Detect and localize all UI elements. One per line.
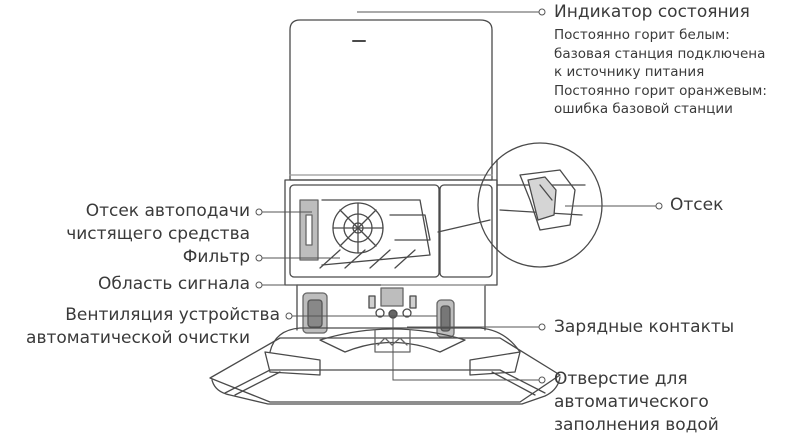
status-indicator-description: Постоянно горит белым: базовая станция п… [554, 26, 767, 119]
signal-area-label: Область сигнала [98, 274, 250, 294]
dust-bin [289, 19, 493, 181]
middle-compartment [284, 179, 498, 286]
status-indicator-line-5: ошибка базовой станции [554, 101, 733, 117]
dot-detergent [255, 208, 263, 216]
dot-charging [538, 323, 546, 331]
ramp [209, 327, 561, 405]
ventilation-label-line-1: Вентиляция устройства [65, 305, 280, 325]
dot-status-indicator [538, 8, 546, 16]
water-outlet-label-line-3: заполнения водой [554, 415, 719, 435]
status-indicator-line-4: Постоянно горит оранжевым: [554, 82, 767, 99]
status-indicator-title: Индикатор состояния [554, 2, 750, 22]
status-indicator-line-1: Постоянно горит белым: [554, 27, 730, 43]
compartment-label: Отсек [670, 195, 724, 215]
dot-water [538, 376, 546, 384]
lower-body [296, 284, 486, 338]
filter-label: Фильтр [182, 247, 250, 267]
status-indicator-line-3: к источнику питания [554, 64, 705, 80]
charging-contacts-label: Зарядные контакты [554, 317, 735, 337]
water-outlet-label-line-1: Отверстие для [554, 369, 688, 389]
dot-signal [255, 281, 263, 289]
detergent-label-line-1: Отсек автоподачи [85, 201, 250, 221]
water-outlet-label-line-2: автоматического [554, 392, 709, 412]
dot-ventilation [285, 312, 293, 320]
status-indicator-line-2: базовая станция подключена [554, 45, 766, 62]
dot-filter [255, 254, 263, 262]
ventilation-label-line-2: автоматической очистки [26, 328, 250, 348]
zoom-detail [437, 142, 603, 268]
leader-water [392, 318, 539, 381]
dot-compartment [655, 202, 663, 210]
detergent-label-line-2: чистящего средства [66, 224, 250, 244]
